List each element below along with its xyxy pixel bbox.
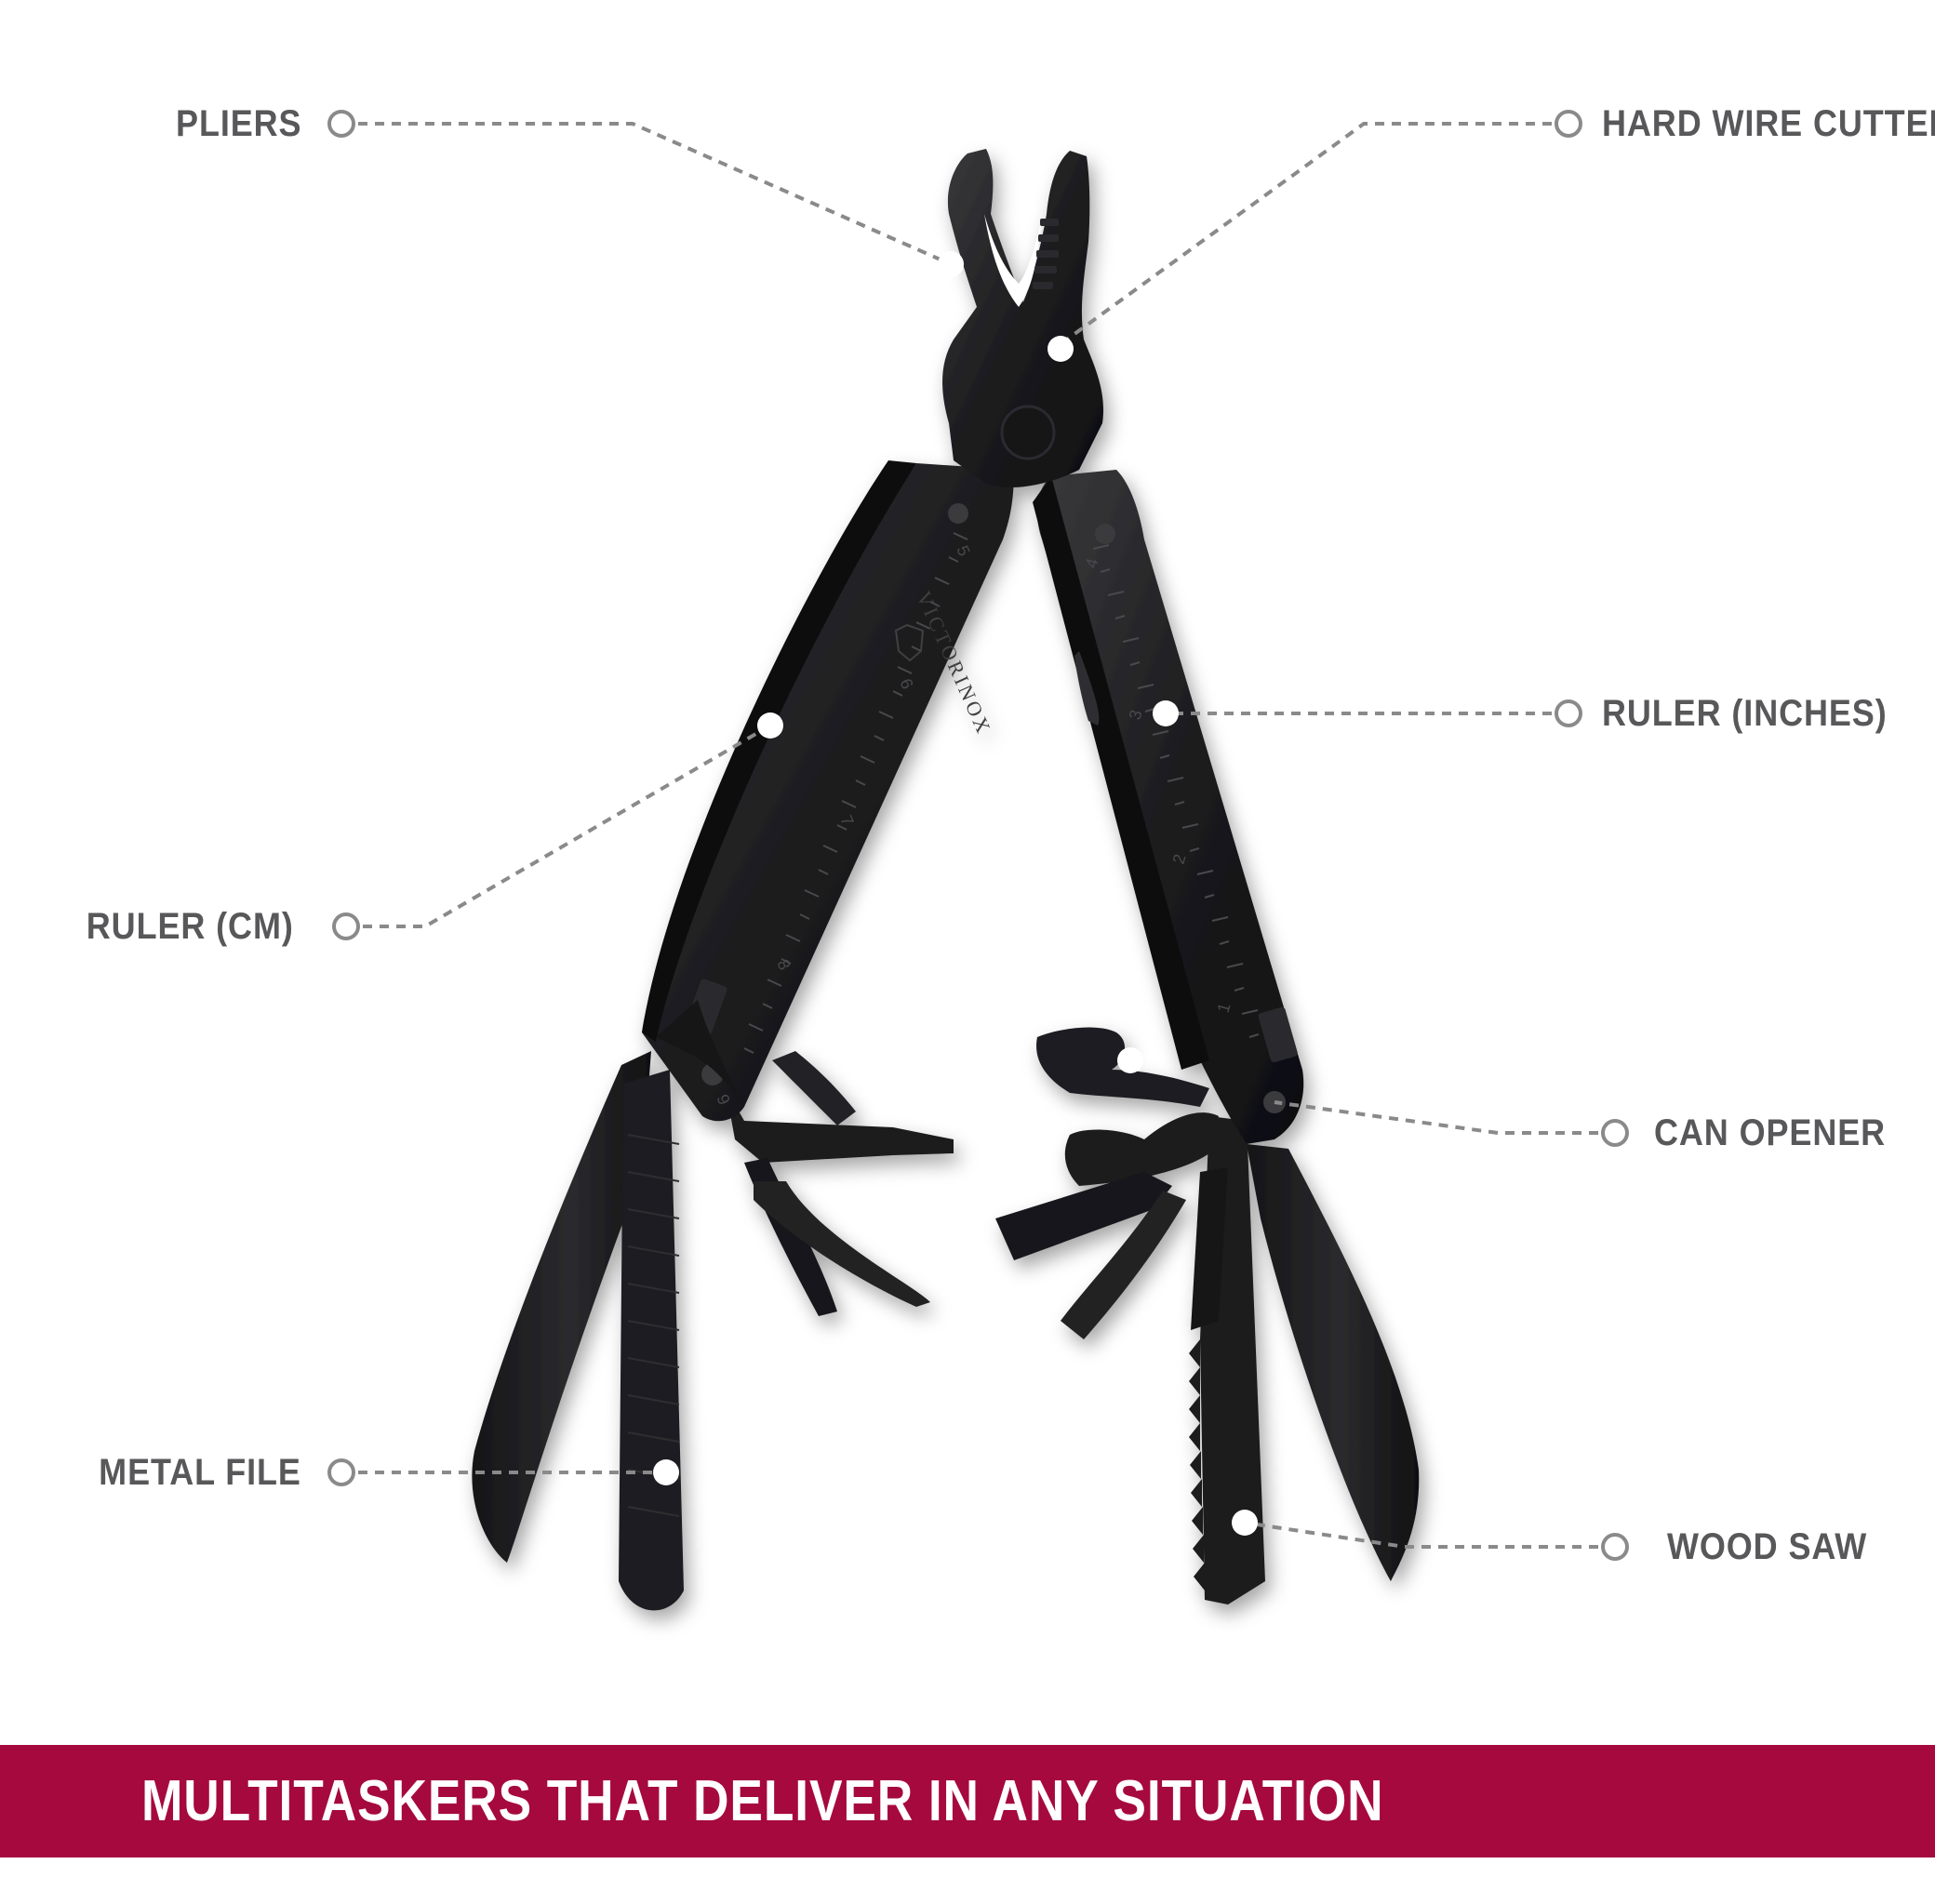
inch-ruler-ticks (1092, 544, 1260, 1038)
metal-file-point-marker (653, 1459, 679, 1485)
can-opener-tool (1036, 1027, 1209, 1107)
right-handle-slot (1074, 651, 1100, 726)
pliers-label: PLIERS (175, 103, 301, 144)
right-screwdriver (995, 1172, 1172, 1260)
right-awl (1191, 1167, 1228, 1330)
wood-saw-end-marker (1601, 1533, 1629, 1561)
left-hook-tool (772, 1051, 856, 1125)
tagline-banner: MULTITASKERS THAT DELIVER IN ANY SITUATI… (0, 1745, 1935, 1857)
ruler-inches-label: RULER (INCHES) (1602, 693, 1888, 734)
pliers-head (942, 149, 1103, 488)
left-rivet-top (948, 503, 968, 524)
wire-cutter-teeth (1033, 219, 1059, 289)
right-knife-blade (1247, 1144, 1420, 1581)
wood-saw-point-marker (1232, 1510, 1258, 1536)
hard-wire-cutter-label: HARD WIRE CUTTER (1602, 103, 1935, 144)
left-small-blade (754, 1181, 930, 1307)
right-rivet-top (1095, 524, 1115, 544)
pliers-pivot (1000, 405, 1056, 460)
left-screwdriver (726, 1088, 954, 1163)
right-handle (1036, 470, 1304, 1144)
pliers-end-marker (327, 110, 355, 138)
left-handle (642, 463, 1014, 1122)
metal-file-end-marker (327, 1458, 355, 1486)
hard-wire-cutter-point-marker (1048, 336, 1074, 362)
left-handle-edge (642, 460, 916, 1042)
pliers-jaw-gap (984, 214, 1042, 307)
can-opener-label: CAN OPENER (1654, 1112, 1887, 1153)
ruler-cm-point-marker (757, 712, 783, 739)
ruler-cm-leader-line (346, 724, 772, 928)
left-knife-blade (472, 1051, 651, 1563)
right-hook-tool (1061, 1191, 1186, 1339)
cm-ruler-ticks (743, 532, 968, 1054)
pliers-leader-line (341, 122, 952, 266)
wood-saw-leader-line (1244, 1521, 1615, 1549)
can-opener-point-marker (1117, 1047, 1143, 1073)
ruler-cm-label: RULER (CM) (87, 906, 294, 947)
bottle-opener-tool (1064, 1112, 1219, 1186)
right-lock-tab (1258, 1006, 1298, 1063)
hard-wire-cutter-leader-line (1059, 122, 1568, 346)
brand-shield-icon (894, 623, 925, 662)
tagline-text: MULTITASKERS THAT DELIVER IN ANY SITUATI… (141, 1769, 1384, 1833)
can-opener-end-marker (1601, 1119, 1629, 1147)
ruler-inches-point-marker (1153, 700, 1179, 726)
hard-wire-cutter-end-marker (1555, 110, 1582, 138)
right-handle-edge (1033, 476, 1209, 1070)
pliers-point-marker (938, 251, 964, 277)
wood-saw-label: WOOD SAW (1667, 1526, 1868, 1567)
can-opener-leader-line (1274, 1100, 1615, 1135)
metal-file-label: METAL FILE (99, 1452, 301, 1493)
left-liner (656, 1000, 744, 1107)
saw-teeth (1189, 1339, 1205, 1591)
ruler-cm-end-marker (332, 912, 360, 940)
ruler-inches-end-marker (1555, 699, 1582, 727)
